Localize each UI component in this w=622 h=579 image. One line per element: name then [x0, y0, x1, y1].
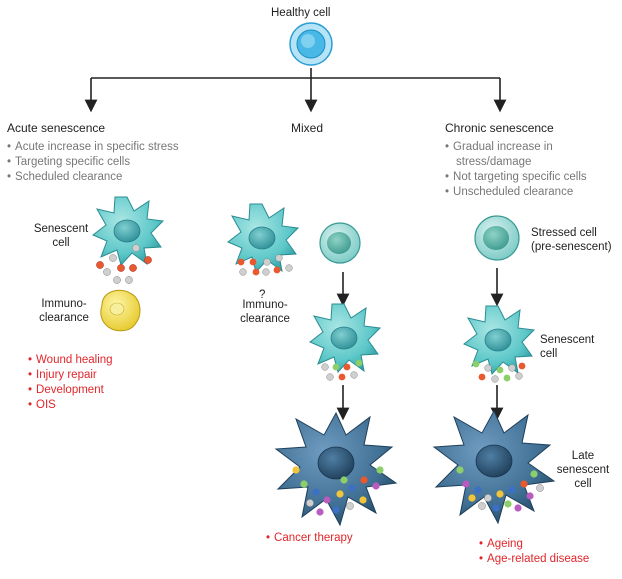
chronic-feature: •Unscheduled clearance: [445, 186, 574, 198]
mixed-title: Mixed: [291, 121, 324, 135]
chronic-late-sasp-granules: [456, 466, 544, 512]
chronic-stressed-cell: [474, 215, 520, 261]
mixed-immuno-label: Immuno-clearance: [240, 299, 290, 325]
acute-outcome: •Injury repair: [28, 369, 97, 381]
mixed-senescent-cell: [227, 203, 299, 273]
chronic-feature-cont: stress/damage: [456, 156, 532, 168]
chronic-late-senescent-cell: [433, 410, 555, 524]
acute-feature: •Targeting specific cells: [7, 156, 131, 168]
acute-outcome: •Development: [28, 384, 104, 396]
acute-title: Acute senescence: [7, 121, 106, 135]
acute-feature: •Acute increase in specific stress: [7, 141, 179, 153]
acute-immune-cell: [100, 289, 141, 332]
chronic-feature: •Not targeting specific cells: [445, 171, 587, 183]
mixed-outcome: •Cancer therapy: [266, 532, 353, 544]
mixed-question-mark: ?: [259, 289, 266, 301]
mixed-stressed-cell: [319, 222, 361, 264]
acute-outcome: •Wound healing: [28, 354, 113, 366]
mixed-sasp-granules: [237, 254, 293, 276]
mixed-senescent-cell-2: [309, 303, 381, 373]
chronic-title: Chronic senescence: [445, 121, 554, 135]
chronic-senescent-cell: [463, 305, 535, 375]
healthy-cell-label: Healthy cell: [271, 7, 331, 19]
chronic-outcome: •Age-related disease: [479, 553, 590, 565]
mixed-late-sasp-granules: [292, 466, 384, 516]
acute-sasp-granules: [96, 244, 152, 284]
chronic-stressed-label: Stressed cell(pre-senescent): [531, 227, 612, 253]
chronic-sasp-granules: [472, 360, 526, 383]
acute-feature: •Scheduled clearance: [7, 171, 123, 183]
chronic-feature: •Gradual increase in: [445, 141, 553, 153]
chronic-outcome: •Ageing: [479, 538, 523, 550]
acute-outcome: •OIS: [28, 399, 56, 411]
acute-immuno-label: Immuno-clearance: [39, 298, 89, 324]
mixed-late-senescent-cell: [275, 412, 397, 526]
mixed-sasp-granules-2: [321, 359, 363, 381]
acute-senescent-cell: [92, 196, 164, 266]
